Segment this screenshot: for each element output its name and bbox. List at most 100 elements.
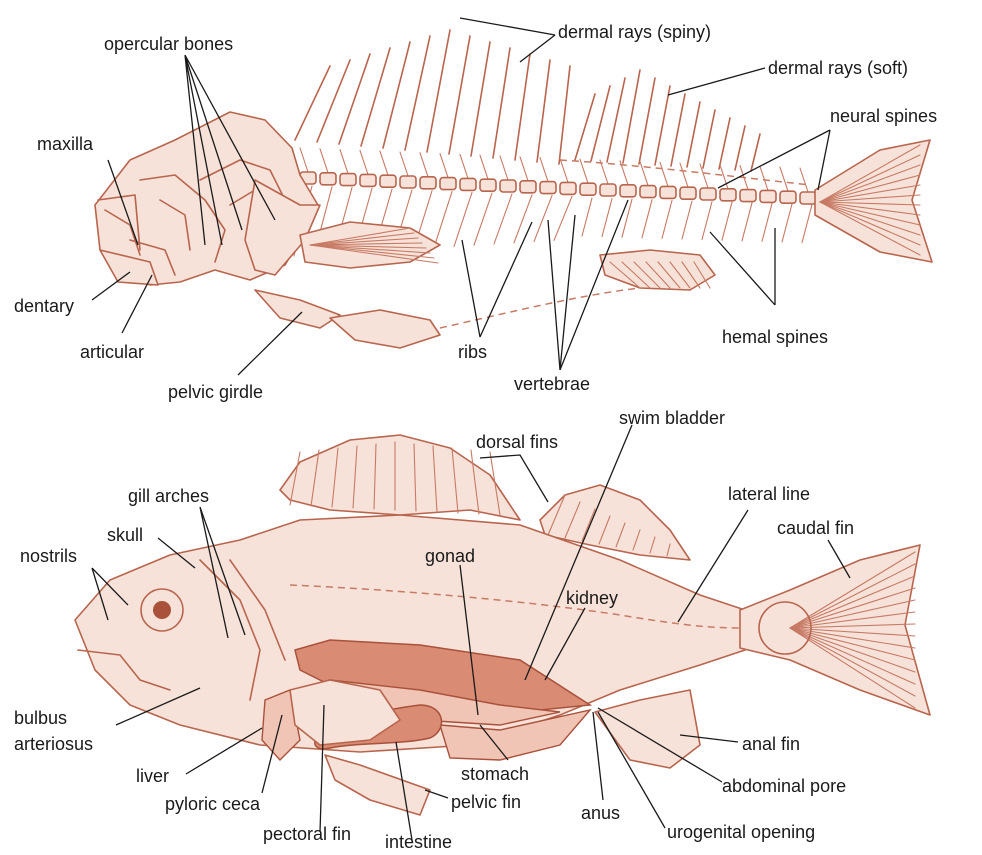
label-pyloric-ceca: pyloric ceca — [165, 794, 261, 814]
neural-spine — [520, 157, 528, 181]
spiny-ray — [405, 36, 430, 150]
hemal-spine — [682, 201, 692, 239]
neural-spine — [340, 150, 348, 174]
label-swim-bladder: swim bladder — [619, 408, 725, 428]
leader-neural — [718, 130, 830, 190]
spiny-dorsal-rays — [295, 30, 570, 164]
label-dermal-rays-spiny: dermal rays (spiny) — [558, 22, 711, 42]
soft-ray — [735, 126, 745, 170]
label-lateral-line: lateral line — [728, 484, 810, 504]
pelvic-fin-skeleton — [330, 310, 440, 348]
label-nostrils: nostrils — [20, 546, 77, 566]
hemal-spine — [802, 205, 812, 243]
eye-pupil — [153, 601, 171, 619]
neural-spine — [420, 153, 428, 177]
hemal-spine — [762, 203, 772, 241]
vertebra — [460, 178, 476, 190]
soft-ray — [703, 110, 715, 168]
hemal-spine — [642, 200, 652, 238]
label-kidney: kidney — [566, 588, 618, 608]
spiny-ray — [361, 48, 390, 146]
pelvic-fin-shape — [325, 755, 430, 815]
rib — [474, 193, 492, 245]
neural-spine — [480, 155, 488, 179]
label-pelvic-girdle: pelvic girdle — [168, 382, 263, 402]
vertebra — [360, 174, 376, 186]
vertebra — [680, 187, 696, 199]
hemal-spine — [622, 199, 632, 237]
spiny-ray — [515, 54, 530, 160]
vertebra — [540, 182, 556, 194]
label-gill-arches: gill arches — [128, 486, 209, 506]
label-liver: liver — [136, 766, 169, 786]
soft-ray — [639, 78, 655, 164]
vertebra — [500, 180, 516, 192]
spiny-ray — [317, 60, 350, 142]
leader-spiny — [460, 18, 555, 62]
label-vertebrae: vertebrae — [514, 374, 590, 394]
spiny-ray — [493, 48, 510, 158]
soft-ray — [607, 78, 625, 162]
rib — [554, 196, 572, 240]
label-articular: articular — [80, 342, 144, 362]
vertebra — [480, 179, 496, 191]
label-gonad: gonad — [425, 546, 475, 566]
rib — [514, 195, 532, 243]
vertebra — [560, 182, 576, 194]
vertebra — [780, 191, 796, 203]
leader-pelvic-girdle — [238, 312, 302, 375]
vertebra — [800, 192, 816, 204]
spiny-ray — [471, 42, 490, 156]
neural-spine — [380, 151, 388, 175]
vertebra — [340, 174, 356, 186]
label-bulbus: bulbus — [14, 708, 67, 728]
rib — [434, 192, 452, 248]
label-maxilla: maxilla — [37, 134, 94, 154]
neural-spine — [580, 159, 588, 183]
vertebra — [740, 190, 756, 202]
soft-ray — [575, 94, 595, 160]
vertebra — [600, 184, 616, 196]
vertebra — [620, 185, 636, 197]
label-neural-spines: neural spines — [830, 106, 937, 126]
spiny-ray — [427, 30, 450, 152]
neural-spine — [500, 156, 508, 180]
soft-dorsal-rays — [575, 70, 760, 171]
vertebra — [700, 188, 716, 200]
leader-anus — [593, 712, 603, 800]
vertebra — [720, 189, 736, 201]
neural-spine — [360, 150, 368, 174]
vertebra — [440, 178, 456, 190]
neural-spine — [320, 149, 328, 173]
label-abdominal-pore: abdominal pore — [722, 776, 846, 796]
label-anus: anus — [581, 803, 620, 823]
vertebra — [420, 177, 436, 189]
label-pectoral-fin: pectoral fin — [263, 824, 351, 844]
vertebra — [320, 173, 336, 185]
vertebra — [760, 190, 776, 202]
label-dorsal-fins: dorsal fins — [476, 432, 558, 452]
leader-dentary — [92, 272, 130, 300]
label-intestine: intestine — [385, 832, 452, 852]
pelvic-girdle-bone — [255, 290, 340, 328]
label-pelvic-fin: pelvic fin — [451, 792, 521, 812]
label-anal-fin: anal fin — [742, 734, 800, 754]
label-hemal-spines: hemal spines — [722, 327, 828, 347]
soft-ray — [671, 94, 685, 166]
spiny-ray — [559, 66, 570, 164]
rib — [494, 194, 512, 244]
label-skull: skull — [107, 525, 143, 545]
label-stomach: stomach — [461, 764, 529, 784]
neural-spine — [800, 168, 808, 192]
label-ribs: ribs — [458, 342, 487, 362]
vertebra — [660, 186, 676, 198]
neural-spine — [300, 148, 308, 172]
soft-ray — [751, 134, 760, 171]
neural-spine — [780, 167, 788, 191]
label-arteriosus: arteriosus — [14, 734, 93, 754]
label-dentary: dentary — [14, 296, 74, 316]
neural-spine — [440, 154, 448, 178]
spiny-ray — [537, 60, 550, 162]
